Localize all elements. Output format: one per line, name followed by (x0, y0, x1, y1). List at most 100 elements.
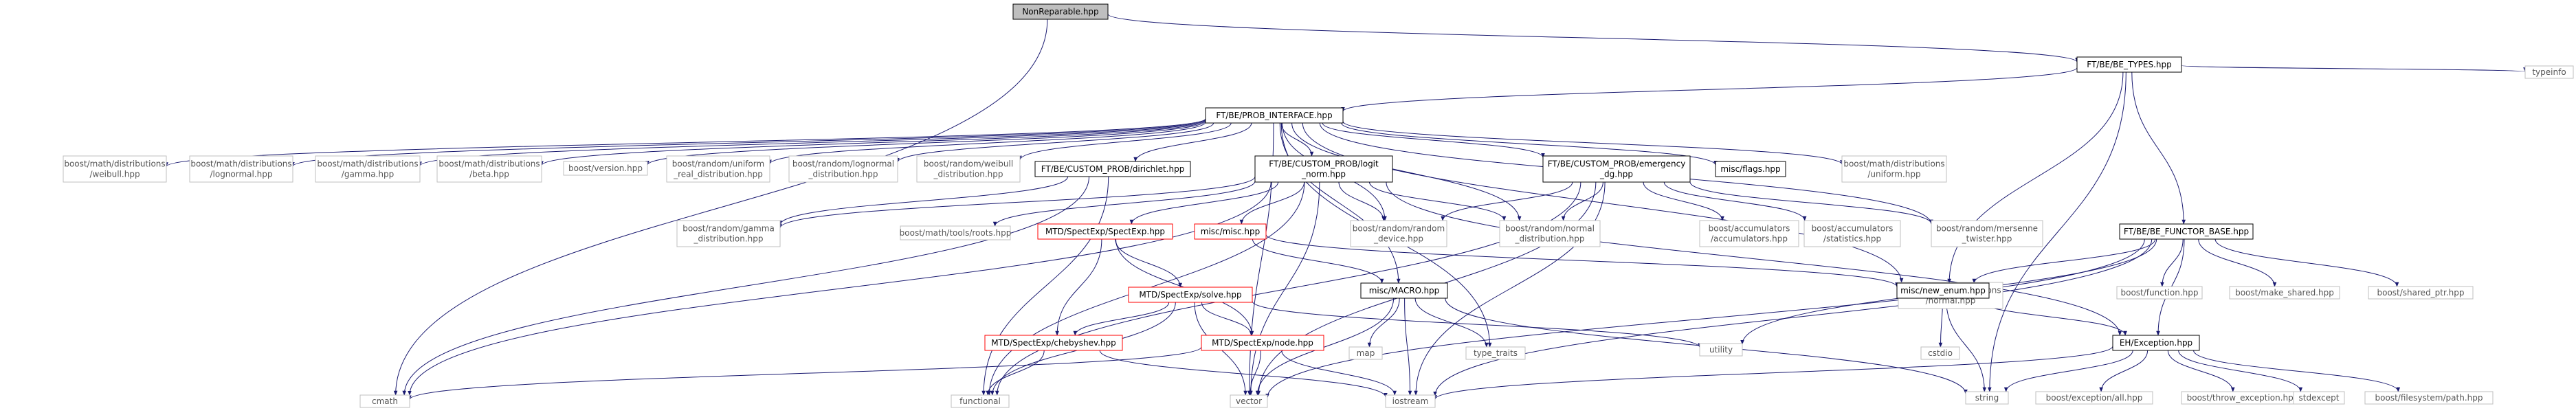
edge-dirichlet-to-rgamma (778, 176, 1069, 226)
node-rdev[interactable]: boost/random/random_device.hpp (1350, 220, 1447, 247)
node-box (2076, 56, 2182, 73)
node-label: misc/new_enum.hpp (1900, 286, 1986, 295)
edge-types-to-probint (1341, 67, 2078, 112)
node-label: FT/BE/BE_FUNCTOR_BASE.hpp (2124, 227, 2249, 236)
edge-logit-to-vector (1249, 181, 1320, 396)
node-label: cstdio (1928, 348, 1953, 358)
node-stats[interactable]: boost/accumulators/statistics.hpp (1803, 220, 1901, 247)
node-shptr[interactable]: boost/shared_ptr.hpp (2368, 286, 2474, 300)
node-typetraits[interactable]: type_traits (1465, 346, 1526, 360)
node-box (1699, 343, 1743, 357)
node-node[interactable]: MTD/SpectExp/node.hpp (1201, 335, 1324, 351)
edge-node-to-cmath (408, 346, 1202, 401)
edge-functor-to-mkshared (2198, 238, 2277, 287)
edge-functor-to-iostream (1433, 238, 2153, 396)
node-mersenne[interactable]: boost/random/mersenne_twister.hpp (1931, 220, 2043, 247)
node-rgamma[interactable]: boost/random/gamma_distribution.hpp (676, 220, 781, 247)
node-fspath[interactable]: boost/filesystem/path.hpp (2364, 391, 2494, 405)
node-muni[interactable]: boost/math/distributions/uniform.hpp (1841, 155, 1947, 183)
node-spectexp[interactable]: MTD/SpectExp/SpectExp.hpp (1037, 223, 1173, 240)
node-label: boost/random/weibull (924, 159, 1013, 169)
edge-dirichlet-to-cmath (402, 176, 1089, 396)
node-label: string (1975, 393, 1999, 403)
edge-probint-to-logit (1280, 122, 1314, 157)
node-types[interactable]: FT/BE/BE_TYPES.hpp (2076, 56, 2182, 73)
edge-macro-to-map (1367, 298, 1400, 348)
node-dirichlet[interactable]: FT/BE/CUSTOM_PROB/dirichlet.hpp (1034, 161, 1191, 177)
node-cmath[interactable]: cmath (359, 394, 410, 408)
node-functional[interactable]: functional (951, 394, 1010, 408)
node-cstdio[interactable]: cstdio (1920, 346, 1960, 360)
edge-miscmisc-to-macro (1252, 238, 1384, 284)
node-logit[interactable]: FT/BE/CUSTOM_PROB/logit_norm.hpp (1254, 155, 1393, 183)
node-newenum[interactable]: misc/new_enum.hpp (1896, 282, 1990, 299)
node-box (1034, 161, 1191, 177)
edge-exception-to-throwex (2167, 350, 2235, 392)
node-stdexcept[interactable]: stdexcept (2293, 391, 2345, 405)
node-probint[interactable]: FT/BE/PROB_INTERFACE.hpp (1205, 107, 1344, 124)
node-box (563, 161, 648, 176)
node-box (1385, 394, 1436, 408)
node-rnorm[interactable]: boost/random/normal_distribution.hpp (1499, 220, 1601, 247)
node-utility[interactable]: utility (1699, 343, 1743, 357)
node-label: FT/BE/CUSTOM_PROB/dirichlet.hpp (1041, 164, 1185, 174)
edge-probint-to-rnorm (1291, 122, 1522, 221)
node-label: boost/math/distributions (64, 159, 165, 169)
edge-logit-to-rnorm (1369, 181, 1507, 221)
node-flags[interactable]: misc/flags.hpp (1715, 161, 1786, 177)
node-macro[interactable]: misc/MACRO.hpp (1360, 282, 1448, 299)
node-box (1699, 220, 1799, 247)
node-label: boost/random/gamma (682, 224, 775, 234)
node-label: boost/version.hpp (568, 164, 643, 173)
node-emerg[interactable]: FT/BE/CUSTOM_PROB/emergency_dg.hpp (1542, 155, 1691, 183)
node-nonrep[interactable]: NonReparable.hpp (1012, 3, 1109, 20)
node-iostream[interactable]: iostream (1385, 394, 1436, 408)
node-mkshared[interactable]: boost/make_shared.hpp (2229, 286, 2340, 300)
node-typeinfo[interactable]: typeinfo (2524, 65, 2574, 79)
node-accs[interactable]: boost/accumulators/accumulators.hpp (1699, 220, 1799, 247)
edge-types-to-string (1988, 71, 2127, 392)
node-label: MTD/SpectExp/solve.hpp (1139, 290, 1241, 300)
node-throwex[interactable]: boost/throw_exception.hpp (2181, 391, 2305, 405)
node-label: FT/BE/BE_TYPES.hpp (2087, 60, 2172, 69)
node-miscmisc[interactable]: misc/misc.hpp (1194, 223, 1267, 240)
node-functor[interactable]: FT/BE/BE_FUNCTOR_BASE.hpp (2119, 223, 2254, 240)
edge-exception-to-fspath (2193, 350, 2401, 392)
edge-probint-to-emerg (1322, 122, 1545, 158)
edge-functor-to-newenum (1972, 238, 2156, 284)
node-label: boost/random/random (1353, 224, 1445, 234)
node-label: _distribution.hpp (1514, 234, 1584, 244)
node-rlog[interactable]: boost/random/lognormal_distribution.hpp (788, 155, 898, 183)
node-weibull[interactable]: boost/math/distributions/weibull.hpp (63, 155, 167, 183)
edge-macro-to-iostream (1404, 298, 1412, 396)
node-label: EH/Exception.hpp (2120, 338, 2192, 348)
node-label: boost/random/uniform (672, 159, 764, 169)
node-box (359, 394, 410, 408)
node-bfunc[interactable]: boost/function.hpp (2116, 286, 2203, 300)
edge-emerg-to-stats (1663, 181, 1807, 221)
node-exception[interactable]: EH/Exception.hpp (2112, 335, 2200, 351)
node-version[interactable]: boost/version.hpp (563, 161, 648, 176)
edge-types-to-functor (2131, 71, 2186, 225)
node-vector[interactable]: vector (1230, 394, 1268, 408)
node-label: /beta.hpp (469, 170, 509, 179)
edge-logit-to-rdev (1338, 181, 1386, 221)
node-solve[interactable]: MTD/SpectExp/solve.hpp (1128, 287, 1253, 303)
node-runi[interactable]: boost/random/uniform_real_distribution.h… (666, 155, 770, 183)
node-gamma[interactable]: boost/math/distributions/gamma.hpp (315, 155, 421, 183)
node-roots[interactable]: boost/math/tools/roots.hpp (900, 225, 1012, 240)
node-box (1230, 394, 1268, 408)
node-box (63, 155, 167, 183)
node-rwei[interactable]: boost/random/weibull_distribution.hpp (916, 155, 1021, 183)
node-beta[interactable]: boost/math/distributions/beta.hpp (436, 155, 542, 183)
edge-logit-to-spectexp (1129, 181, 1279, 225)
node-lognormal[interactable]: boost/math/distributions/lognormal.hpp (189, 155, 293, 183)
node-bexcall[interactable]: boost/exception/all.hpp (2035, 391, 2153, 405)
node-string[interactable]: string (1965, 391, 2009, 405)
edge-newenum-to-string (1946, 298, 1987, 392)
node-label: _distribution.hpp (808, 170, 878, 179)
node-cheb[interactable]: MTD/SpectExp/chebyshev.hpp (984, 335, 1123, 351)
node-map[interactable]: map (1348, 346, 1383, 360)
edge-types-to-typeinfo (2181, 65, 2527, 73)
node-label: boost/accumulators (1812, 224, 1894, 234)
